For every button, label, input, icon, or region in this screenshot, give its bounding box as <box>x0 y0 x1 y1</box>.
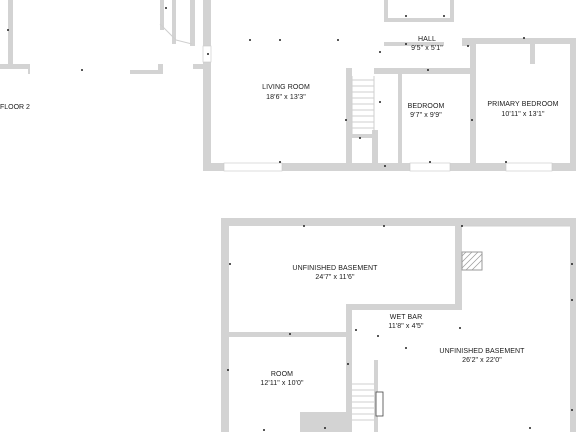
upper-floor-plan <box>0 0 576 172</box>
room-label-bedroom: BEDROOM 9'7" x 9'9" <box>408 103 445 119</box>
room-label-hall: HALL 9'5" x 5'1" <box>411 36 443 52</box>
room-label-primary-bedroom: PRIMARY BEDROOM 10'11" x 13'1" <box>487 101 558 118</box>
room-dimensions: 26'2" x 22'0" <box>462 357 502 364</box>
room-name: BEDROOM <box>408 103 445 110</box>
room-dimensions: 24'7" x 11'6" <box>315 274 355 281</box>
room-dimensions: 18'6" x 13'3" <box>266 94 306 101</box>
basement-plan <box>221 218 576 432</box>
room-label-room: ROOM 12'11" x 10'0" <box>260 371 304 387</box>
room-name: WET BAR <box>390 314 422 321</box>
window <box>223 162 283 172</box>
room-name: LIVING ROOM <box>262 84 310 91</box>
upper-stairs <box>351 76 375 134</box>
room-dimensions: 12'11" x 10'0" <box>260 380 304 387</box>
window <box>505 162 553 172</box>
room-name: UNFINISHED BASEMENT <box>439 348 525 355</box>
basement-stairs <box>352 383 374 421</box>
room-label-unfinished-basement-2: UNFINISHED BASEMENT 26'2" x 22'0" <box>439 348 525 364</box>
room-dimensions: 10'11" x 13'1" <box>501 111 545 118</box>
room-label-unfinished-basement-1: UNFINISHED BASEMENT 24'7" x 11'6" <box>292 265 378 281</box>
room-dimensions: 11'8" x 4'5" <box>388 323 424 330</box>
room-name: PRIMARY BEDROOM <box>487 101 558 108</box>
room-name: ROOM <box>271 371 293 378</box>
room-label-wet-bar: WET BAR 11'8" x 4'5" <box>388 314 424 330</box>
room-dimensions: 9'7" x 9'9" <box>410 112 442 119</box>
chimney <box>461 251 483 271</box>
room-name: HALL <box>418 36 436 43</box>
room-name: UNFINISHED BASEMENT <box>292 265 378 272</box>
room-label-living-room: LIVING ROOM 18'6" x 13'3" <box>262 84 310 101</box>
window <box>409 162 451 172</box>
floor-label: FLOOR 2 <box>0 104 30 111</box>
room-dimensions: 9'5" x 5'1" <box>411 45 443 52</box>
wet-bar-counter <box>375 391 384 417</box>
